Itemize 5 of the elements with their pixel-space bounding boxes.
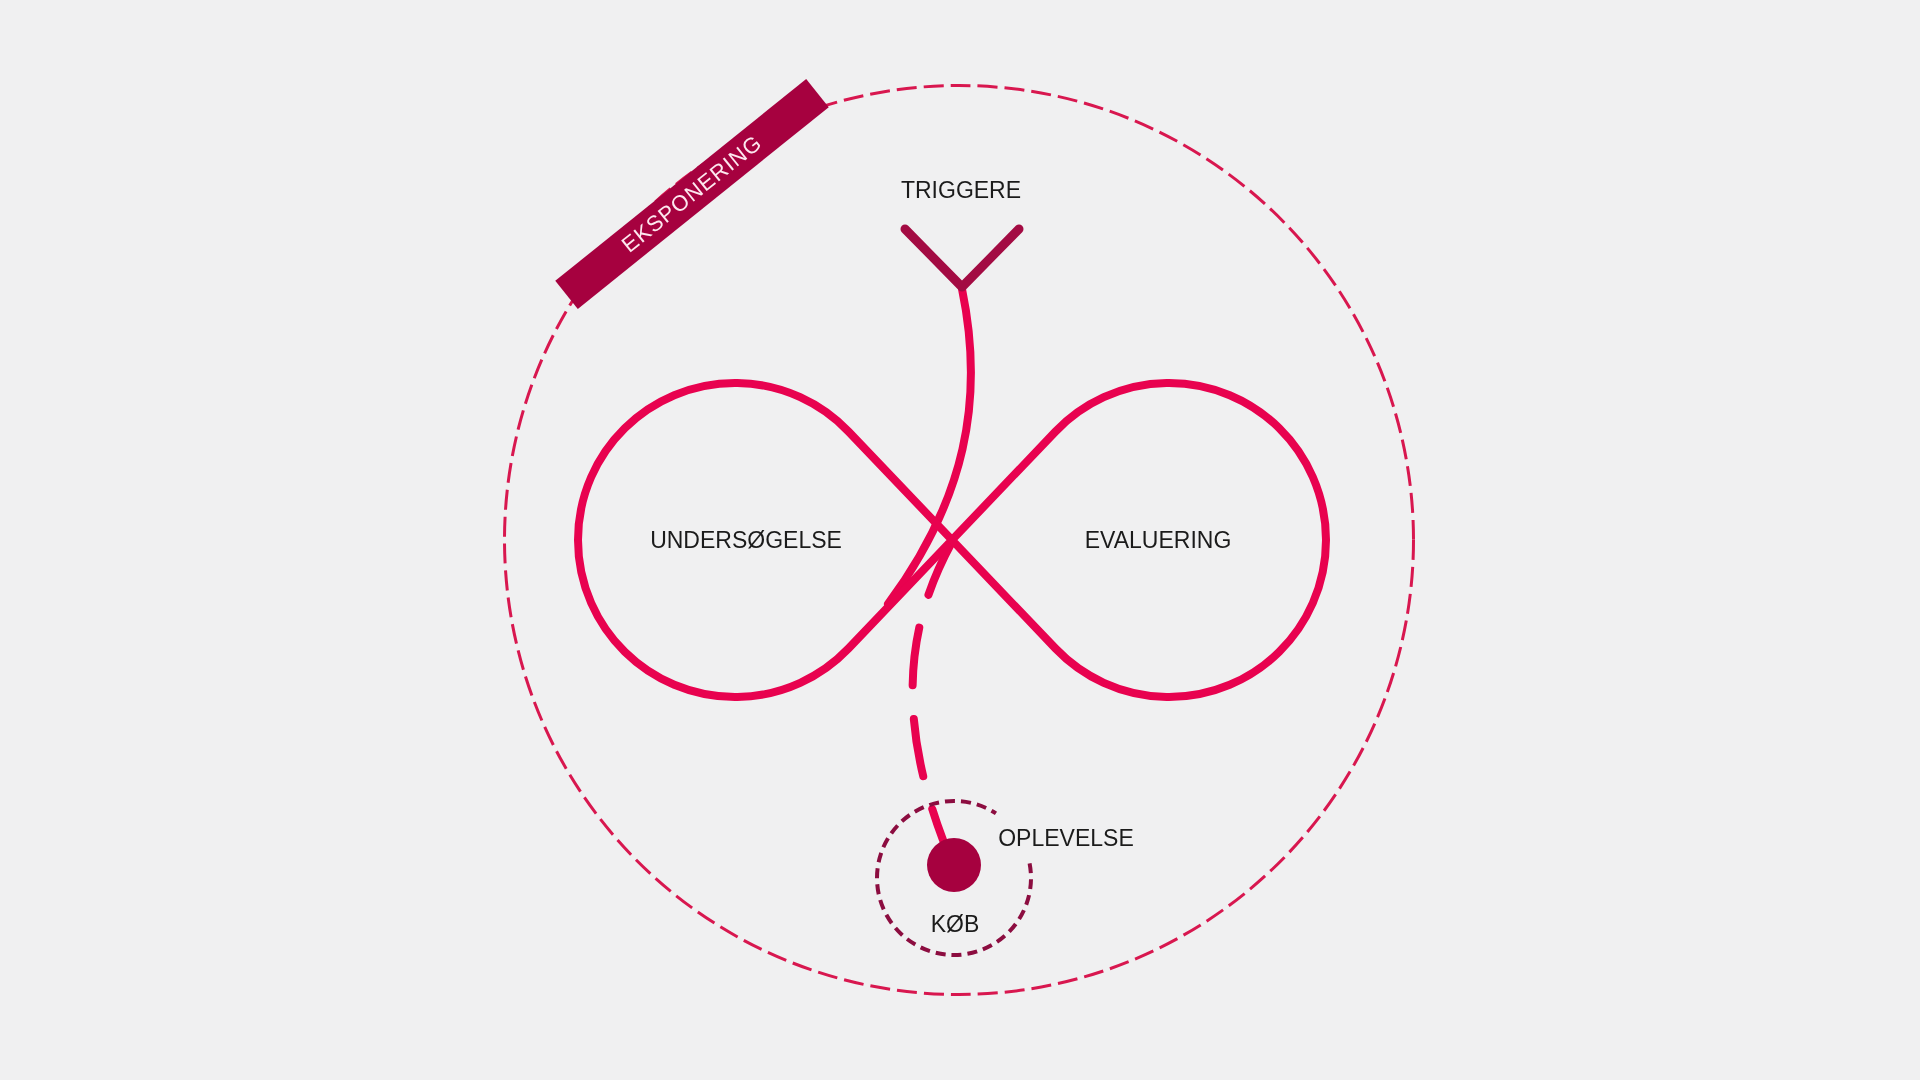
stage-label: UNDERSØGELSE [650,527,842,553]
stage-label: TRIGGERE [900,177,1022,203]
stage-label: EVALUERING [1084,527,1232,553]
stage-label: KØB [930,911,980,937]
stage-label: OPLEVELSE [998,825,1134,851]
